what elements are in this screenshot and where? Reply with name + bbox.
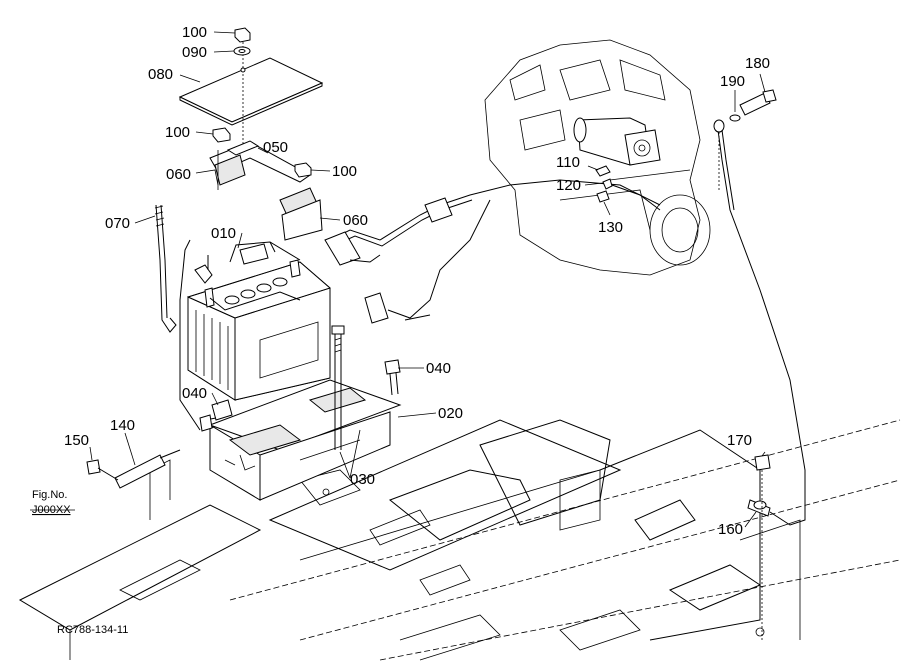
callout-040-right: 040 <box>426 360 451 377</box>
callout-100-left: 100 <box>165 124 190 141</box>
bolt-040-left <box>199 399 233 432</box>
callout-080: 080 <box>148 66 173 83</box>
drawing-code: RC788-134-11 <box>57 624 128 636</box>
callout-020: 020 <box>438 405 463 422</box>
callout-040-left: 040 <box>182 385 207 402</box>
callout-130: 130 <box>598 219 623 236</box>
leader-lines <box>30 31 766 528</box>
callout-060-left: 060 <box>166 166 191 183</box>
callout-060-right: 060 <box>343 212 368 229</box>
callout-110: 110 <box>556 154 580 171</box>
top-nut-and-washer <box>233 27 251 73</box>
callout-120: 120 <box>556 177 581 194</box>
hook-rod <box>154 204 177 333</box>
callout-140: 140 <box>110 417 135 434</box>
chassis-frame <box>18 419 901 661</box>
callout-labels: 100 090 080 100 050 060 100 060 070 010 … <box>64 24 770 538</box>
callout-100-right: 100 <box>332 163 357 180</box>
callout-180: 180 <box>745 55 770 72</box>
engine-harness <box>324 165 661 324</box>
battery-tray <box>208 379 402 501</box>
callout-150: 150 <box>64 432 89 449</box>
figure-info: Fig.No. J000XX RC788-134-11 <box>32 489 128 636</box>
cover-plate <box>178 42 324 160</box>
ground-cable-140 <box>86 449 181 489</box>
callout-100-top: 100 <box>182 24 207 41</box>
callout-090: 090 <box>182 44 207 61</box>
callout-050: 050 <box>263 139 288 156</box>
long-bolt <box>331 325 345 450</box>
callout-190: 190 <box>720 73 745 90</box>
callout-010: 010 <box>211 225 236 242</box>
battery-cable-harness <box>229 241 301 265</box>
callout-070: 070 <box>105 215 130 232</box>
fig-no-label: Fig.No. <box>32 489 67 501</box>
fig-no-value: J000XX <box>32 504 71 516</box>
bolt-040-right <box>384 359 401 396</box>
battery <box>179 239 331 431</box>
callout-170: 170 <box>727 432 752 449</box>
callout-160: 160 <box>718 521 743 538</box>
battery-clamp <box>209 127 323 241</box>
callout-030: 030 <box>350 471 375 488</box>
engine-outline <box>484 39 711 276</box>
ground-cable-160 <box>713 89 806 640</box>
